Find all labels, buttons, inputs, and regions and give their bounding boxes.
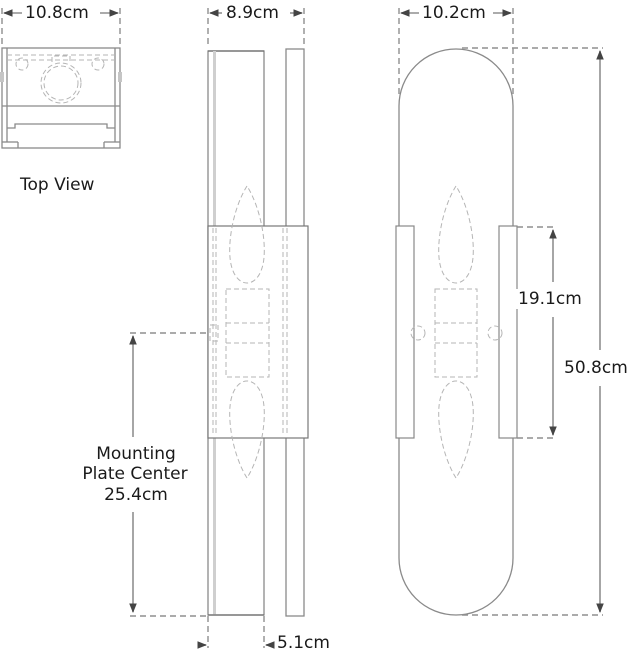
backplate-height-label: 19.1cm bbox=[516, 289, 584, 309]
side-mount-box bbox=[207, 225, 309, 439]
mounting-label-line2: Plate Center bbox=[70, 464, 200, 484]
front-view bbox=[395, 8, 604, 616]
backplate-depth-label: 5.1cm bbox=[275, 633, 332, 653]
side-bulb-lower bbox=[229, 380, 265, 479]
top-view-outline bbox=[1, 47, 121, 149]
front-screw-left bbox=[410, 325, 426, 341]
side-mount-bracket bbox=[209, 324, 219, 342]
top-view-socket-neck bbox=[51, 55, 71, 62]
mounting-label-line1: Mounting bbox=[84, 444, 188, 464]
backplate-depth-dimension bbox=[197, 616, 275, 649]
side-socket-box bbox=[225, 288, 270, 378]
front-width-label: 10.2cm bbox=[420, 3, 488, 23]
overall-height-label: 50.8cm bbox=[562, 358, 630, 378]
top-view-hole-right bbox=[91, 57, 105, 71]
top-view-lower-rail bbox=[7, 123, 115, 129]
top-view-socket-inner bbox=[43, 65, 79, 101]
front-screw-right bbox=[487, 325, 503, 341]
top-view-label: Top View bbox=[18, 175, 97, 195]
side-bulb-upper bbox=[229, 185, 265, 284]
top-view-tab-left bbox=[0, 72, 4, 82]
mounting-value-label: 25.4cm bbox=[94, 485, 178, 505]
top-view-hole-left bbox=[15, 57, 29, 71]
mounting-dimension bbox=[129, 332, 208, 617]
front-socket-box bbox=[434, 288, 478, 378]
front-bar-left bbox=[395, 225, 415, 439]
front-bulb-lower bbox=[438, 380, 474, 479]
front-bar-right bbox=[498, 225, 518, 439]
front-shade-outline bbox=[398, 48, 514, 616]
front-bulb-upper bbox=[438, 185, 474, 284]
top-view bbox=[0, 8, 122, 149]
top-width-label: 10.8cm bbox=[23, 3, 91, 23]
top-view-tab-right bbox=[118, 72, 122, 82]
side-depth-label: 8.9cm bbox=[224, 3, 281, 23]
side-view bbox=[207, 8, 309, 617]
top-view-socket-circle bbox=[40, 62, 82, 104]
